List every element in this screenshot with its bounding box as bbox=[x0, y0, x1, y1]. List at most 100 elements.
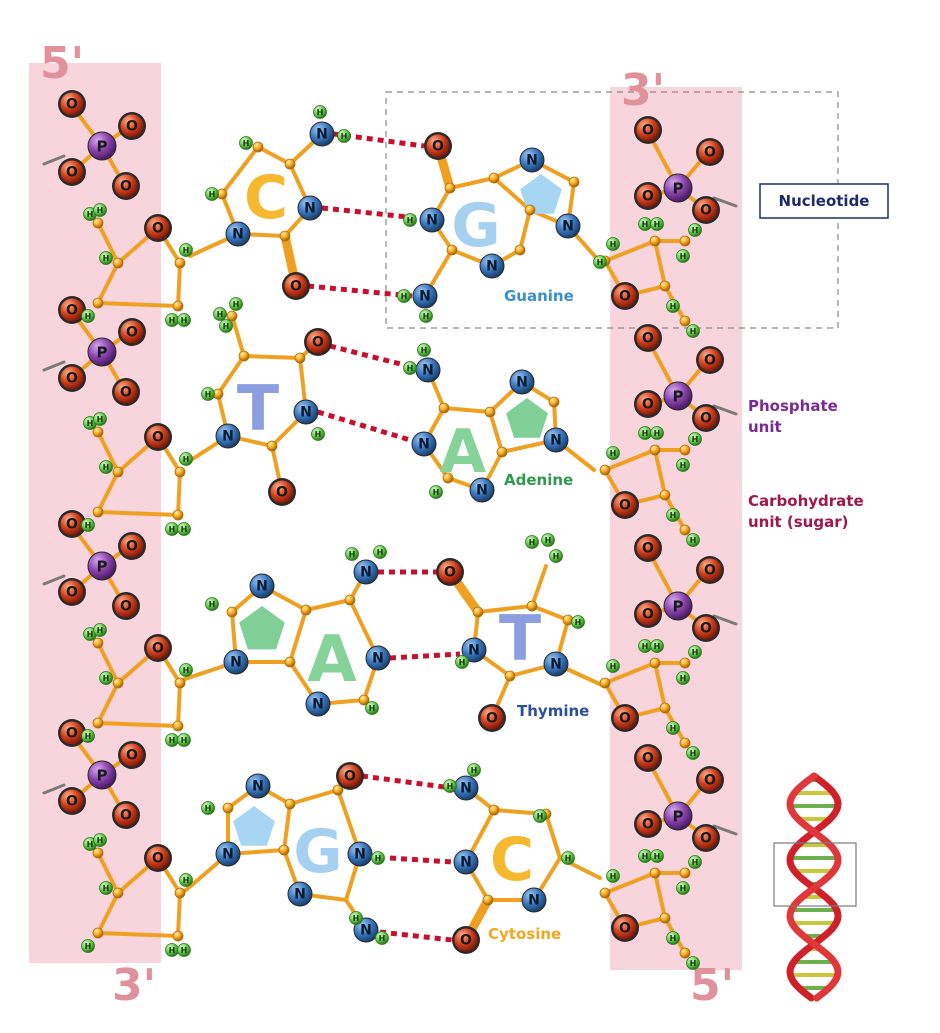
phosphorus-atom-symbol: P bbox=[97, 344, 108, 362]
hydrogen-atom-symbol: H bbox=[85, 312, 92, 321]
nitrogen-atom: N bbox=[223, 649, 249, 675]
hydrogen-atom: H bbox=[606, 446, 620, 460]
left-strand-top-end-label: 5' bbox=[40, 38, 84, 89]
covalent-bond bbox=[176, 891, 182, 938]
oxygen-atom: O bbox=[144, 844, 172, 872]
hydrogen-atom-symbol: H bbox=[680, 884, 687, 893]
nitrogen-atom-symbol: N bbox=[526, 153, 538, 169]
nitrogen-atom: N bbox=[469, 477, 495, 503]
hydrogen-atom: H bbox=[606, 237, 620, 251]
covalent-bond bbox=[530, 604, 570, 622]
carbon-atom bbox=[568, 176, 580, 188]
oxygen-atom: O bbox=[304, 328, 332, 356]
pentagon-ring-marker bbox=[233, 806, 275, 846]
oxygen-atom: O bbox=[58, 364, 86, 392]
oxygen-atom: O bbox=[118, 532, 146, 560]
oxygen-atom: O bbox=[611, 914, 639, 942]
hydrogen-bond bbox=[307, 283, 413, 299]
covalent-bond bbox=[288, 788, 340, 806]
oxygen-atom: O bbox=[58, 578, 86, 606]
nitrogen-atom-symbol: N bbox=[222, 847, 234, 863]
hydrogen-atom: H bbox=[549, 549, 563, 563]
oxygen-atom-symbol: O bbox=[152, 221, 164, 237]
hydrogen-atom: H bbox=[179, 452, 193, 466]
carbon-atom bbox=[482, 894, 494, 906]
hydrogen-atom-symbol: H bbox=[183, 455, 190, 464]
hydrogen-atom: H bbox=[571, 615, 585, 629]
double-helix-icon bbox=[786, 772, 842, 1002]
oxygen-atom: O bbox=[58, 296, 86, 324]
hydrogen-atom: H bbox=[686, 533, 700, 547]
covalent-bond bbox=[176, 681, 182, 728]
oxygen-atom-symbol: O bbox=[700, 831, 712, 847]
hydrogen-atom-symbol: H bbox=[103, 674, 110, 683]
thymine-label: Thymine bbox=[517, 702, 589, 720]
hydrogen-bond bbox=[361, 773, 453, 791]
hydrogen-atom: H bbox=[638, 217, 652, 231]
carbon-atom bbox=[472, 606, 484, 618]
nitrogen-atom-symbol: N bbox=[354, 847, 366, 863]
carbon-atom bbox=[488, 172, 500, 184]
carbon-atom bbox=[599, 887, 611, 899]
hydrogen-bond bbox=[379, 929, 453, 943]
hydrogen-atom-symbol: H bbox=[183, 246, 190, 255]
hydrogen-atom-symbol: H bbox=[169, 525, 176, 534]
covalent-bond bbox=[96, 510, 180, 517]
oxygen-atom-symbol: O bbox=[700, 411, 712, 427]
covalent-bond bbox=[518, 208, 532, 252]
covalent-bond bbox=[96, 721, 180, 728]
nitrogen-atom: N bbox=[419, 207, 445, 233]
guanine-label: Guanine bbox=[504, 287, 574, 305]
nitrogen-atom: N bbox=[453, 775, 479, 801]
hydrogen-atom-symbol: H bbox=[654, 852, 661, 861]
hydrogen-atom-symbol: H bbox=[369, 704, 376, 713]
hydrogen-atom-symbol: H bbox=[103, 884, 110, 893]
hydrogen-atom: H bbox=[403, 361, 417, 375]
covalent-bond bbox=[176, 261, 182, 308]
hydrogen-atom: H bbox=[177, 522, 191, 536]
oxygen-atom-symbol: O bbox=[432, 139, 444, 155]
hydrogen-atom: H bbox=[345, 547, 359, 561]
hydrogen-atom: H bbox=[311, 427, 325, 441]
oxygen-atom: O bbox=[268, 478, 296, 506]
hydrogen-atom-symbol: H bbox=[670, 934, 677, 943]
hydrogen-atom: H bbox=[686, 746, 700, 760]
carbon-atom bbox=[659, 280, 671, 292]
oxygen-atom: O bbox=[478, 704, 506, 732]
hydrogen-atom: H bbox=[81, 518, 95, 532]
hydrogen-atom-symbol: H bbox=[183, 666, 190, 675]
covalent-bond bbox=[653, 239, 667, 288]
hydrogen-atom-symbol: H bbox=[205, 804, 212, 813]
oxygen-atom-symbol: O bbox=[642, 331, 654, 347]
nitrogen-atom-symbol: N bbox=[304, 201, 316, 217]
hydrogen-atom: H bbox=[239, 136, 253, 150]
hydrogen-atom: H bbox=[676, 671, 690, 685]
hydrogen-atom-symbol: H bbox=[103, 463, 110, 472]
base-letter: G bbox=[451, 191, 500, 261]
nitrogen-atom-symbol: N bbox=[468, 643, 480, 659]
carbon-atom bbox=[679, 947, 691, 959]
hydrogen-atom: H bbox=[99, 251, 113, 265]
carbon-atom bbox=[344, 594, 356, 606]
hydrogen-atom: H bbox=[365, 701, 379, 715]
base-letter: G bbox=[293, 817, 342, 887]
hydrogen-atom-symbol: H bbox=[103, 254, 110, 263]
hydrogen-atom: H bbox=[686, 956, 700, 970]
base-letter: C bbox=[490, 825, 534, 895]
hydrogen-atom: H bbox=[201, 801, 215, 815]
carbon-atom bbox=[92, 637, 104, 649]
nitrogen-atom: N bbox=[521, 887, 547, 913]
hydrogen-atom: H bbox=[93, 833, 107, 847]
covalent-bond bbox=[96, 470, 120, 514]
hydrogen-atom-symbol: H bbox=[87, 210, 94, 219]
phosphorus-atom-symbol: P bbox=[673, 180, 684, 198]
hydrogen-atom-symbol: H bbox=[692, 648, 699, 657]
covalent-bond bbox=[288, 608, 308, 664]
hydrogen-atom: H bbox=[213, 307, 227, 321]
hydrogen-atom: H bbox=[688, 645, 702, 659]
hydrogen-atom: H bbox=[606, 659, 620, 673]
hydrogen-atom: H bbox=[666, 299, 680, 313]
carbon-atom bbox=[284, 158, 296, 170]
oxygen-atom: O bbox=[58, 510, 86, 538]
carbon-atom bbox=[172, 930, 184, 942]
